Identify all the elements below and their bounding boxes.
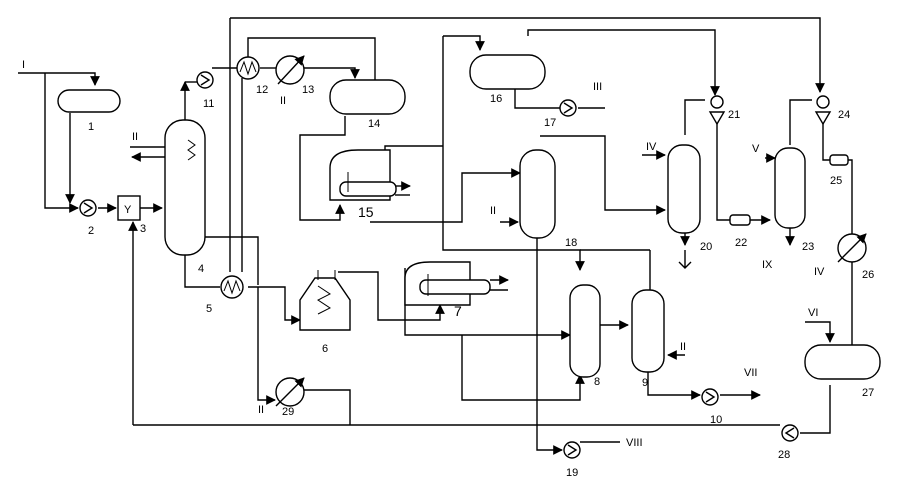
label-4: 4 <box>198 263 204 275</box>
vacuum-pump-25 <box>829 154 849 166</box>
ejector-24 <box>816 95 830 109</box>
stream-III: III <box>593 81 602 93</box>
label-18: 18 <box>565 237 577 249</box>
equipment-numbers: 1 2 3 4 5 6 7 8 9 10 11 12 13 14 15 16 1… <box>88 84 874 479</box>
furnace-6 <box>299 277 351 331</box>
label-27: 27 <box>862 387 874 399</box>
label-6: 6 <box>322 343 328 355</box>
stream-II-cooler-29: II <box>258 404 264 416</box>
pump-2 <box>79 199 97 217</box>
label-22: 22 <box>735 237 747 249</box>
stream-labels: I II II II II II III IV IV V VI VII VIII… <box>22 59 825 449</box>
column-9 <box>631 289 665 373</box>
label-19: 19 <box>566 467 578 479</box>
stream-VIII: VIII <box>626 437 643 449</box>
label-3: 3 <box>140 223 146 235</box>
label-14: 14 <box>368 118 380 130</box>
column-18 <box>519 149 556 239</box>
label-7: 7 <box>454 303 462 319</box>
label-24: 24 <box>838 109 850 121</box>
stream-II-column-4: II <box>132 131 138 143</box>
stream-II-column-18: II <box>490 205 496 217</box>
stream-VI: VI <box>808 307 818 319</box>
column-8 <box>569 284 601 378</box>
label-21: 21 <box>728 109 740 121</box>
label-5: 5 <box>206 303 212 315</box>
vacuum-pump-22 <box>729 214 751 226</box>
mixer-3 <box>117 195 141 221</box>
pump-17 <box>559 99 577 117</box>
stream-II-cooler-13: II <box>280 95 286 107</box>
mixer-symbol: Y <box>124 204 132 216</box>
label-11: 11 <box>203 98 214 110</box>
drum-16 <box>469 54 546 90</box>
pump-28 <box>781 424 799 442</box>
stream-I: I <box>22 59 25 71</box>
pump-19 <box>563 441 581 459</box>
label-17: 17 <box>544 117 556 129</box>
label-26: 26 <box>862 269 874 281</box>
column-20 <box>667 144 701 234</box>
stream-IV-cooler-26: IV <box>814 266 825 278</box>
pump-11 <box>196 71 214 89</box>
label-13: 13 <box>302 84 314 96</box>
stream-II-column-9: II <box>680 341 686 353</box>
label-15: 15 <box>358 204 374 220</box>
column-4 <box>164 119 206 256</box>
drum-14 <box>329 79 406 115</box>
label-2: 2 <box>88 225 94 237</box>
label-29: 29 <box>282 406 294 418</box>
stream-IV-column-20: IV <box>646 141 657 153</box>
pipelines <box>18 17 857 455</box>
label-9: 9 <box>642 377 648 389</box>
equipment <box>57 54 881 459</box>
stream-V: V <box>752 143 760 155</box>
label-23: 23 <box>802 241 814 253</box>
drum-27 <box>804 344 881 380</box>
ejector-21 <box>710 95 724 109</box>
stream-VII: VII <box>744 367 757 379</box>
stream-IX: IX <box>762 259 773 271</box>
label-1: 1 <box>88 121 94 133</box>
pump-10 <box>701 388 719 406</box>
label-12: 12 <box>256 84 268 96</box>
column-23 <box>774 147 806 229</box>
label-8: 8 <box>594 376 600 388</box>
label-10: 10 <box>710 414 722 426</box>
heat-exchanger-12 <box>236 56 260 80</box>
label-25: 25 <box>830 175 842 187</box>
vessel-1 <box>57 89 121 113</box>
heat-exchanger-5 <box>220 275 244 299</box>
label-28: 28 <box>778 449 790 461</box>
label-20: 20 <box>700 241 712 253</box>
label-16: 16 <box>490 93 502 105</box>
